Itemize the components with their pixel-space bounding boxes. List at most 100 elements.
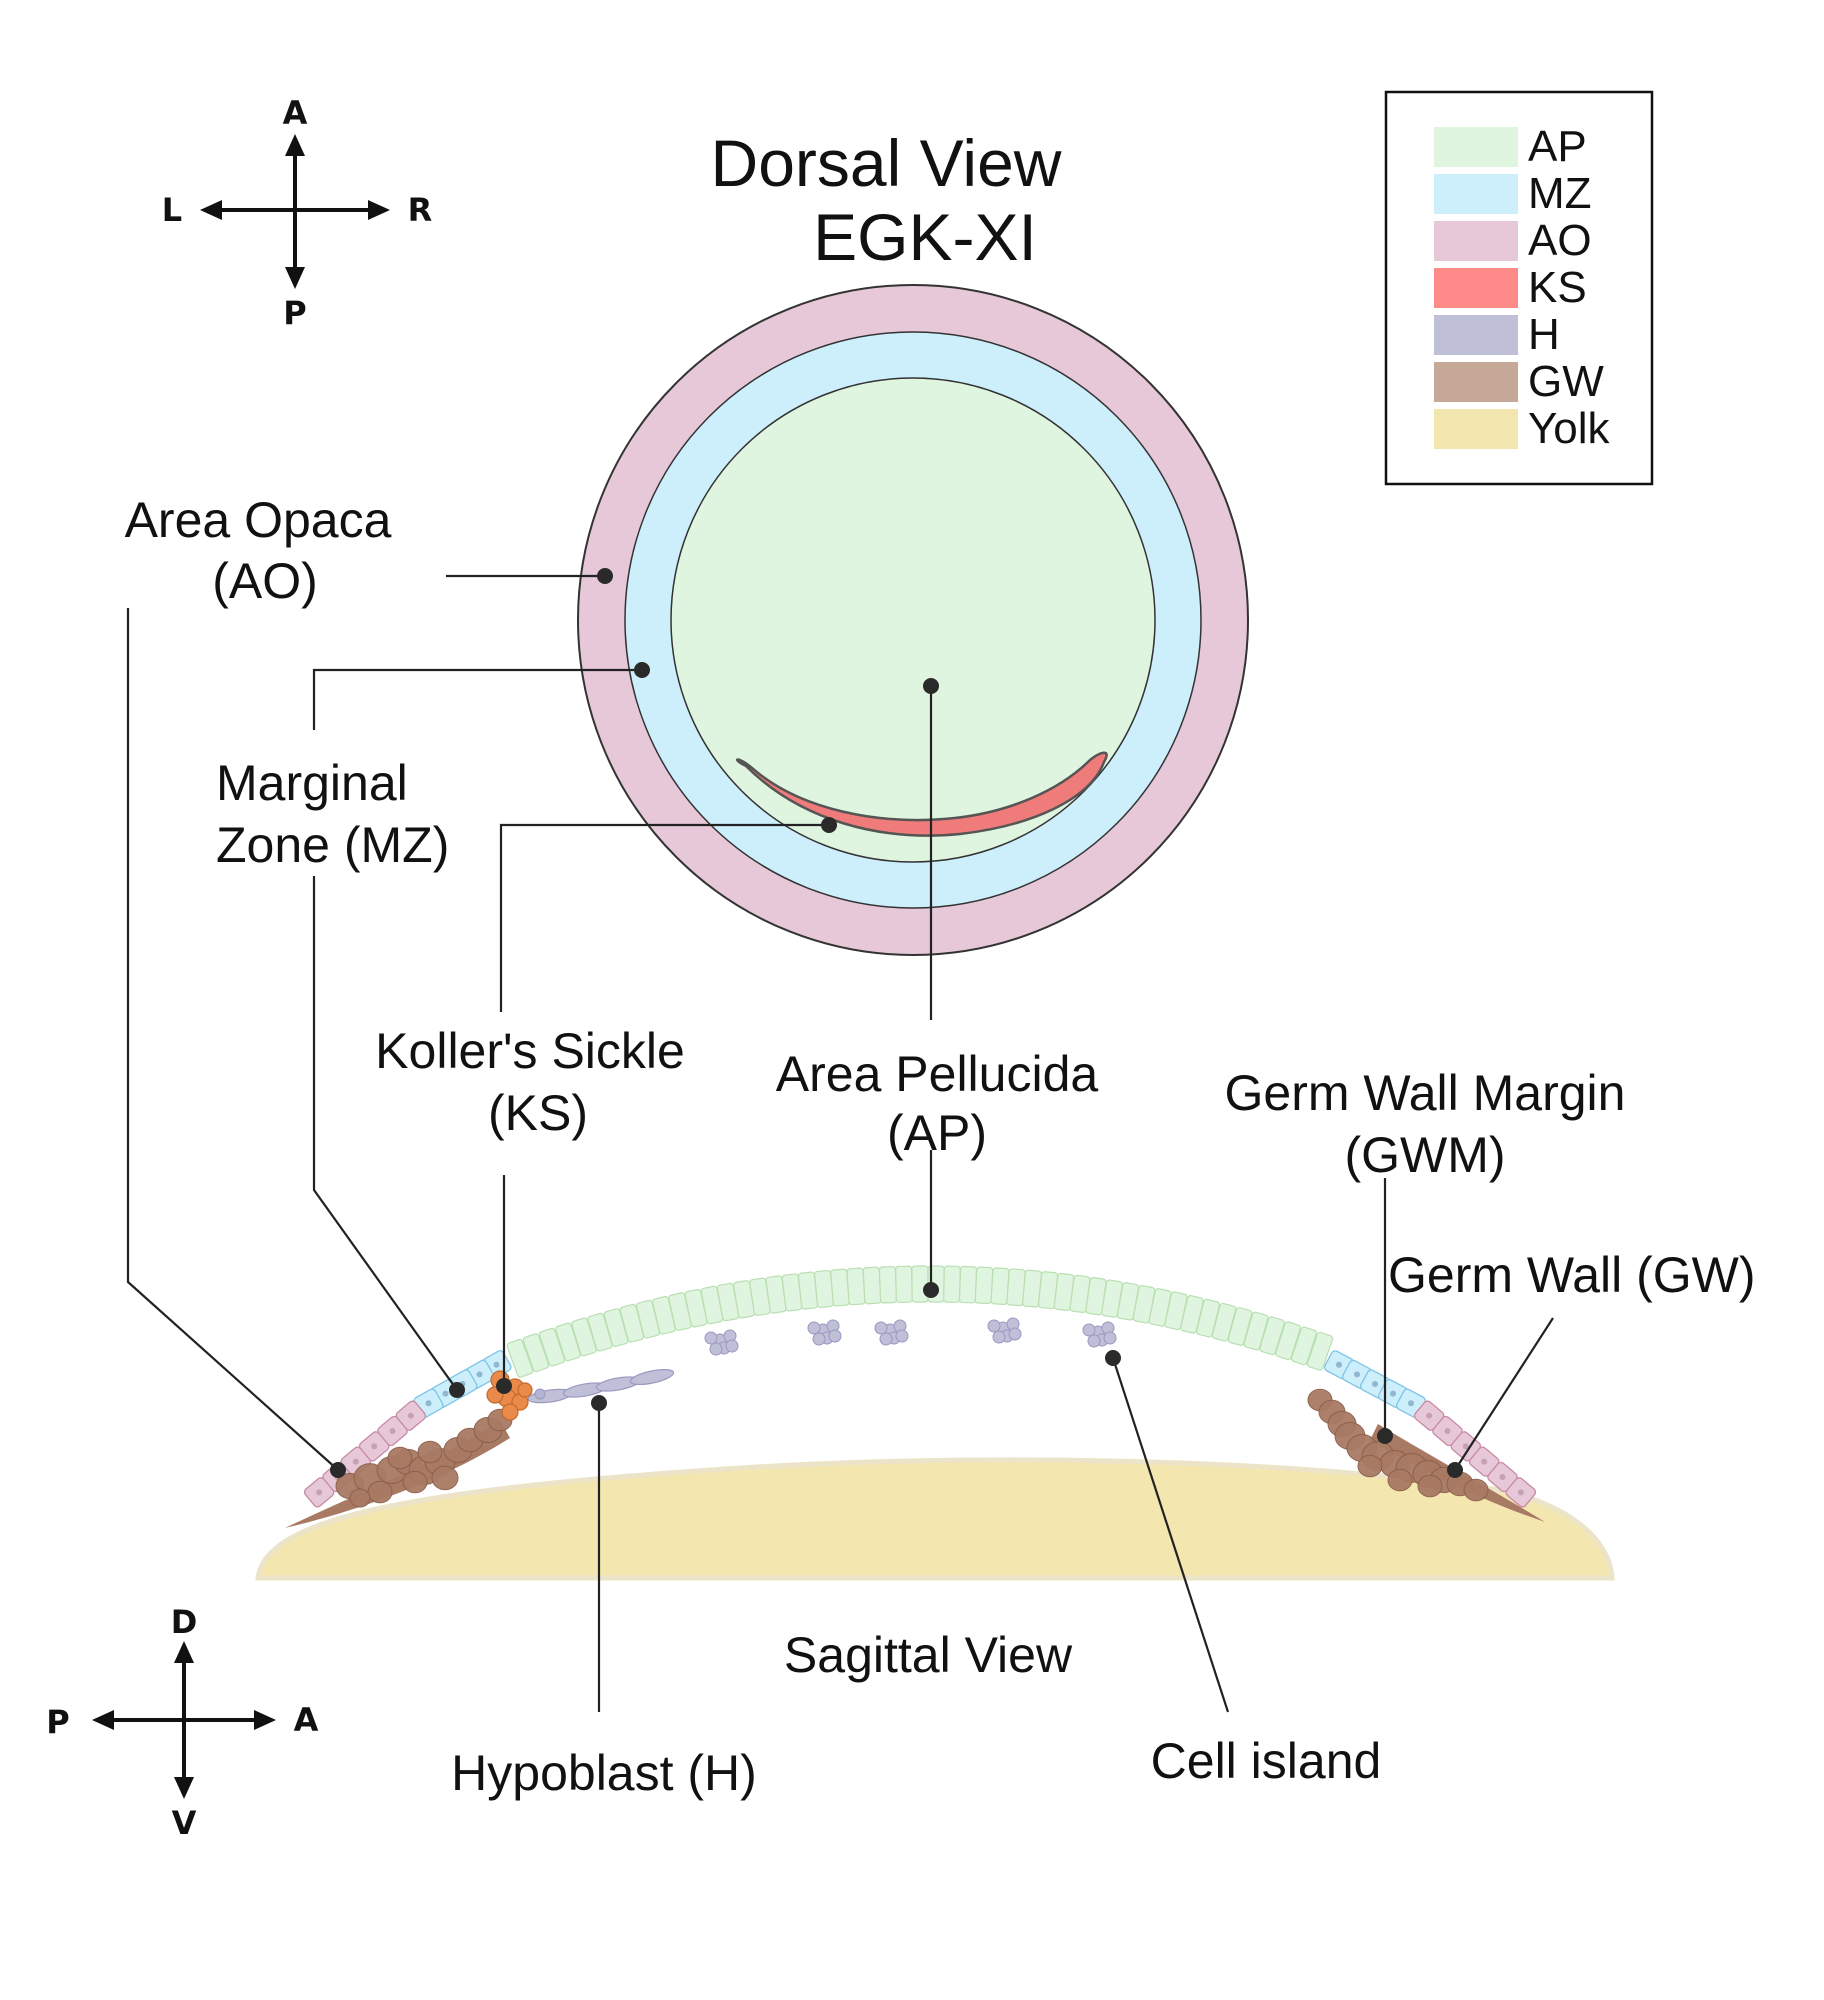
cell-island-cell [879,1332,893,1346]
arrow-left-icon [92,1710,114,1730]
area-opaca-cell-nucleus [1462,1443,1469,1450]
title-line-2: EGK-XI [813,200,1037,274]
germ-wall-cell [431,1465,459,1491]
marginal-zone-cell-nucleus [442,1390,449,1397]
compass-label-posterior: P [46,1703,69,1741]
compass-label-ventral: V [172,1804,197,1842]
label-kollers-sickle-2: (KS) [488,1085,588,1141]
legend-box [1384,90,1654,486]
area-opaca-cell-nucleus [1426,1412,1433,1419]
legend-swatch-yolk [1434,409,1518,449]
marginal-zone-cell-nucleus [1372,1381,1378,1387]
marginal-zone-cell-nucleus [425,1400,432,1407]
legend-swatch-ks [1434,268,1518,308]
title-line-1: Dorsal View [711,126,1062,200]
legend-label-gw: GW [1528,357,1604,406]
label-germ-wall: Germ Wall (GW) [1388,1247,1756,1303]
cell-island-cell [709,1342,723,1356]
epiblast-cell [1227,1307,1253,1346]
epiblast-cell [990,1267,1010,1306]
compass-label-anterior: A [283,94,308,132]
epiblast-cell [830,1268,850,1307]
area-opaca-cell-nucleus [371,1443,378,1450]
epiblast-cell [846,1267,866,1306]
epiblast-cell [587,1312,613,1352]
hypoblast-sheet [527,1368,675,1404]
sagittal-view [255,1265,1615,1581]
marginal-zone-cell-nucleus [1354,1371,1360,1378]
cell-island-cell [704,1331,718,1345]
legend-swatch-mz [1434,174,1518,214]
epiblast-cell [1290,1326,1318,1366]
area-opaca-cell-nucleus [1499,1474,1506,1480]
germ-wall-cell [1387,1468,1413,1492]
compass-label-anterior: A [294,1701,319,1739]
epiblast-cell [571,1317,597,1357]
area-opaca-cell-nucleus [352,1458,359,1465]
arrow-right-icon [368,200,390,220]
dorsal-view [577,284,1249,956]
germ-wall-cell [1463,1478,1489,1502]
area-opaca-cell-nucleus [407,1412,414,1419]
cell-island-cell [1087,1334,1101,1348]
legend-label-ks: KS [1528,263,1587,312]
epiblast-cell [506,1338,534,1378]
area-opaca-cell-nucleus [1444,1428,1451,1434]
cell-island-cell [1082,1323,1096,1337]
cell-island-cell [828,1329,842,1343]
legend-label-yolk: Yolk [1528,404,1611,453]
area-opaca-cell-nucleus [316,1489,323,1496]
germ-wall-cell [387,1446,413,1470]
label-area-opaca-2: (AO) [212,553,318,609]
area-opaca-cell-nucleus [1481,1458,1488,1465]
epiblast-cell [1275,1321,1301,1361]
marginal-zone-cell-nucleus [1408,1400,1414,1407]
legend-label-ao: AO [1528,216,1592,265]
epiblast-cell [1306,1331,1334,1371]
epiblast-cell [555,1322,581,1362]
label-sagittal-view: Sagittal View [784,1627,1073,1683]
epiblast-cell [1259,1316,1285,1356]
label-area-pellucida-2: (AP) [887,1105,987,1161]
legend-swatch-ap [1434,127,1518,167]
arrow-right-icon [254,1710,276,1730]
cell-island-cell [895,1329,909,1343]
epiblast-cell [1243,1311,1269,1351]
epiblast-cell [895,1265,913,1304]
legend-label-mz: MZ [1528,169,1592,218]
cell-island-cell [725,1339,739,1353]
cell-island-cell [874,1321,888,1335]
label-germ-wall-margin-1: Germ Wall Margin [1225,1065,1626,1121]
marginal-zone-cell-nucleus [493,1361,500,1368]
epiblast-cell [943,1265,961,1303]
germ-wall-cell [417,1440,443,1464]
kollers-sickle-band [735,751,1108,837]
marginal-zone-cell-nucleus [1336,1361,1342,1368]
legend-swatch-gw [1434,362,1518,402]
marginal-zone-cell-nucleus [476,1371,483,1378]
label-germ-wall-margin-2: (GWM) [1344,1127,1505,1183]
germ-wall-cell [1417,1474,1443,1498]
arrow-up-icon [285,134,305,156]
germ-wall-cell [367,1480,393,1504]
label-marginal-zone-1: Marginal [216,755,408,811]
germ-wall-cell [402,1470,428,1494]
marginal-zone-cell-nucleus [1390,1390,1396,1397]
germ-wall-cell [349,1488,371,1508]
legend-label-h: H [1528,310,1560,359]
cell-island-cell [992,1330,1006,1344]
arrow-down-icon [285,267,305,289]
epiblast-cell [522,1333,550,1373]
arrow-left-icon [200,200,222,220]
germ-wall-cells [335,1388,1489,1508]
germ-wall-cell [1357,1454,1383,1478]
cell-island-cell [812,1332,826,1346]
cell-island-cell [987,1319,1001,1333]
compass-sagittal: D V P A [46,1603,318,1842]
arrow-up-icon [174,1641,194,1663]
epiblast-cell [958,1265,978,1304]
legend-swatch-h [1434,315,1518,355]
label-kollers-sickle-1: Koller's Sickle [375,1023,685,1079]
